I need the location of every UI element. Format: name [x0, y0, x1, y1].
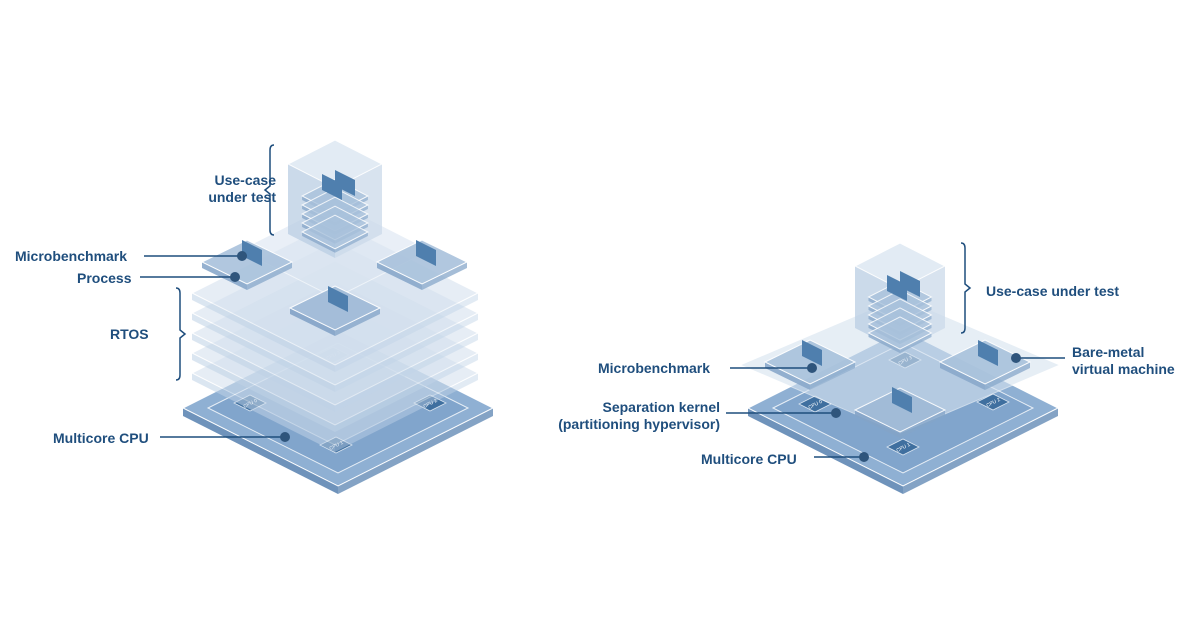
- rtos-layer-left-face: [192, 353, 335, 432]
- right-use-case-label: Use-case under test: [986, 283, 1120, 299]
- right-multicore-cpu-label: Multicore CPU: [701, 451, 797, 467]
- right-use-case-cube-inner-layer-right-face: [900, 333, 932, 354]
- right-use-case-cube-inner-layer: [867, 316, 933, 354]
- left-process-2-top-face: [375, 239, 469, 285]
- right-process-3: [853, 387, 947, 438]
- right-process-2-top-face: [938, 339, 1032, 385]
- left-process-1-right-face: [247, 262, 292, 290]
- right-bare-metal-vm-leader-dot: [1011, 353, 1021, 363]
- left-use-case-cube-microbenchmark-fin: [335, 170, 355, 196]
- right-use-case-cube-microbenchmark-fin: [900, 271, 920, 297]
- right-process-1-right-face: [810, 362, 855, 390]
- left-microbenchmark-fin: [416, 240, 436, 266]
- right-use-case-cube-microbenchmark-fin: [887, 275, 907, 301]
- right-microbenchmark-label: Microbenchmark: [598, 360, 711, 376]
- rtos-layer-left-face: [192, 373, 335, 452]
- rtos-layer-right-face: [335, 353, 478, 432]
- rtos-layer-right-face: [335, 333, 478, 412]
- right-vm-fin: [978, 340, 998, 366]
- right-microbenchmark-fin: [802, 340, 822, 366]
- right-fin: [892, 387, 912, 413]
- right-process-1-left-face: [765, 362, 810, 390]
- right-separation-kernel-label: Separation kernel (partitioning hypervis…: [558, 399, 720, 432]
- hypervisor-layer: [738, 296, 1062, 434]
- left-use-case-cube-inner-layer-top-face: [301, 214, 369, 250]
- right-process-1: [763, 339, 857, 390]
- right-core-1: [886, 438, 920, 456]
- rtos-layer-right-face: [335, 313, 478, 392]
- right-multicore-cpu-leader-dot: [859, 452, 869, 462]
- left-process-label: Process: [77, 270, 132, 286]
- right-use-case-cube-inner-layer-top-face: [867, 316, 933, 350]
- left-process-3-right-face: [335, 308, 380, 336]
- left-process-2: [375, 239, 469, 290]
- left-rtos-bracket: [175, 287, 187, 381]
- left-cpu-board-right-face: [338, 408, 493, 494]
- right-process-3-left-face: [855, 410, 900, 438]
- hypervisor-layer-top-face: [738, 296, 1062, 434]
- left-use-case-label: Use-case under test: [208, 172, 276, 205]
- left-use-case-cube-inner-layer-left-face: [302, 232, 335, 253]
- left-use-case-cube-microbenchmark-fin: [322, 174, 342, 200]
- left-cpu-board-left-face: [183, 408, 338, 494]
- rtos-layer-left-face: [192, 293, 335, 372]
- rtos-layer-left-face: [192, 333, 335, 412]
- left-process-3-top-face: [288, 285, 382, 331]
- right-use-case-cube-top-face: [853, 242, 947, 290]
- rtos-layer-right-face: [335, 373, 478, 452]
- left-process-3-left-face: [290, 308, 335, 336]
- right-cpu-board-left-face: [748, 408, 903, 494]
- right-process-1-top-face: [763, 339, 857, 385]
- left-multicore-cpu-label: Multicore CPU: [53, 430, 149, 446]
- left-use-case-cube-inner-layer-right-face: [335, 232, 368, 253]
- left-microbenchmark-leader-dot: [237, 251, 247, 261]
- right-cpu-board-right-face: [903, 408, 1058, 494]
- left-process-2-right-face: [422, 262, 467, 290]
- left-rtos-label: RTOS: [110, 326, 149, 342]
- right-bare-metal-vm-label: Bare-metal virtual machine: [1072, 344, 1175, 377]
- left-microbenchmark-label: Microbenchmark: [15, 248, 128, 264]
- left-process-2-left-face: [377, 262, 422, 290]
- right-separation-kernel-leader-dot: [831, 408, 841, 418]
- left-microbenchmark-fin: [242, 240, 262, 266]
- left-use-case-bracket: [263, 144, 275, 236]
- right-process-3-right-face: [900, 410, 945, 438]
- left-process-3: [288, 285, 382, 336]
- rtos-layer-left-face: [192, 313, 335, 392]
- right-use-case-bracket: [960, 242, 972, 334]
- rtos-layer-right-face: [335, 293, 478, 372]
- left-use-case-cube-inner-layer: [301, 214, 369, 253]
- right-use-case-cube-inner-layer-left-face: [868, 333, 900, 354]
- left-process-leader-dot: [230, 272, 240, 282]
- right-process-2-right-face: [985, 362, 1030, 390]
- left-use-case-cube-top-face: [286, 139, 384, 189]
- right-process-2-left-face: [940, 362, 985, 390]
- right-process-2: [938, 339, 1032, 390]
- right-microbenchmark-leader-dot: [807, 363, 817, 373]
- left-process-1: [200, 239, 294, 290]
- right-process-3-top-face: [853, 387, 947, 433]
- left-microbenchmark-fin: [328, 286, 348, 312]
- left-multicore-cpu-leader-dot: [280, 432, 290, 442]
- right-core-2: [976, 393, 1010, 411]
- left-process-1-left-face: [202, 262, 247, 290]
